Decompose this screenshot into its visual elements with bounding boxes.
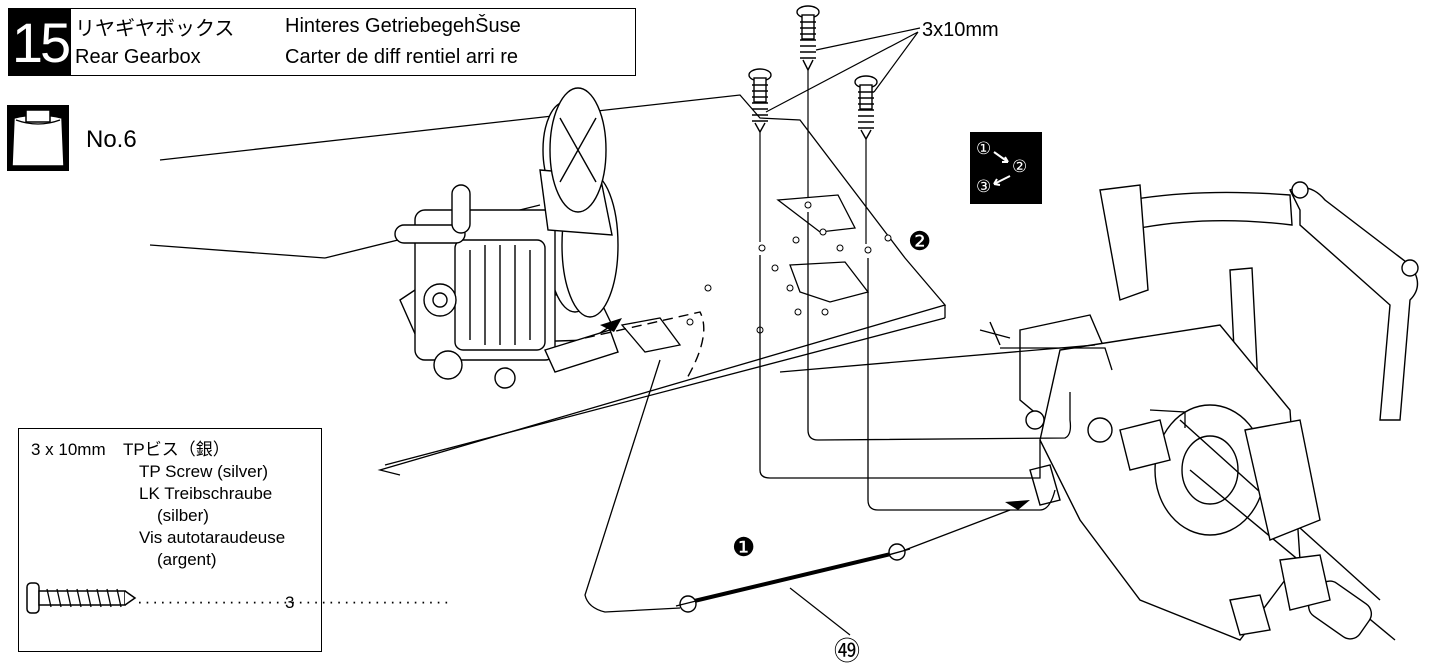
title-english: Rear Gearbox — [75, 46, 201, 68]
part-49-label: ㊾ — [834, 636, 860, 665]
step-two-marker: ❷ — [908, 226, 931, 256]
order-step-3: ③ — [976, 177, 991, 197]
flywheel-illustration — [549, 87, 607, 213]
parts-name-french-2: (argent) — [157, 550, 217, 569]
parts-bag-icon — [7, 105, 69, 171]
order-step-2: ② — [1012, 157, 1027, 177]
screw-icon-2 — [748, 68, 772, 134]
dashed-guide-line — [584, 311, 705, 381]
order-step-1: ① — [976, 139, 991, 159]
step-titles: リヤギヤボックス Hinteres GetriebegehŠuse Rear G… — [71, 9, 635, 75]
assembly-order-icon: ① ② ③ — [976, 139, 1027, 197]
arrow-icon — [1005, 500, 1030, 510]
step-header: 15 リヤギヤボックス Hinteres GetriebegehŠuse Rea… — [8, 8, 636, 76]
part-49-leader — [789, 587, 851, 636]
chassis-holes — [686, 201, 892, 334]
screw-leader-lines — [759, 27, 921, 244]
step-number: 15 — [9, 9, 71, 75]
rear-gearbox-illustration — [979, 181, 1419, 641]
title-japanese: リヤギヤボックス — [75, 18, 235, 40]
parts-name-french: Vis autotaraudeuse — [139, 528, 286, 547]
screw-size-label: 3x10mm — [922, 19, 999, 41]
shaft-guide-line — [584, 359, 681, 613]
arrow-icon — [600, 318, 622, 332]
parts-quantity: 3 — [285, 593, 295, 612]
tp-screw-icon — [26, 582, 137, 614]
screw-icon-3 — [854, 75, 878, 141]
parts-dotted-leader: ········································… — [137, 592, 452, 611]
title-german: Hinteres GetriebegehŠuse — [285, 15, 521, 37]
parts-name-german-2: (silber) — [157, 506, 209, 525]
parts-size: 3 x 10mm — [31, 440, 106, 459]
bag-label: No.6 — [86, 126, 137, 153]
assembly-guide-lines — [759, 212, 1186, 511]
parts-list-box: 3 x 10mm TPビス（銀） TP Screw (silver) LK Tr… — [18, 428, 449, 652]
title-french: Carter de diff rentiel arri re — [285, 46, 519, 68]
drive-shaft-illustration — [675, 509, 1011, 613]
screw-icon-1 — [796, 5, 820, 72]
parts-name-english: TP Screw (silver) — [139, 462, 269, 481]
parts-name-german: LK Treibschraube — [139, 484, 273, 503]
step-one-marker: ❶ — [732, 532, 755, 562]
assembly-order-box: ① ② ③ — [970, 132, 1042, 204]
parts-name-japanese: TPビス（銀） — [123, 440, 230, 459]
